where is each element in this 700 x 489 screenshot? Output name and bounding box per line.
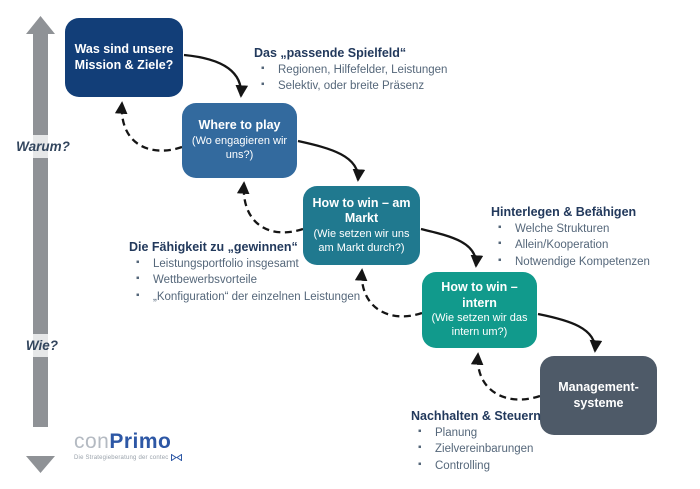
- box-subtitle: (Wo engagieren wir uns?): [191, 135, 288, 161]
- contec-bowtie-icon: [171, 454, 183, 462]
- flow-arrow-intern-to-mgmt: [537, 312, 603, 353]
- bullet-item: Planung: [418, 425, 541, 441]
- feedback-arrow-wtp-to-mission: [114, 101, 183, 152]
- bullet-item: Allein/Kooperation: [498, 237, 650, 253]
- flow-arrow-wtp-to-markt: [297, 139, 366, 182]
- box-managementsysteme: Management-systeme: [540, 356, 657, 435]
- why-how-axis-arrow: [26, 16, 55, 473]
- bullet-item: Leistungsportfolio insgesamt: [136, 256, 360, 272]
- annotation-heading: Die Fähigkeit zu „gewinnen“: [129, 240, 298, 254]
- flow-arrow-markt-to-intern: [420, 227, 484, 268]
- box-title: Was sind unsere Mission & Ziele?: [74, 41, 174, 72]
- logo-tagline-text: Die Strategieberatung der contec: [74, 454, 169, 461]
- flow-arrow-mission-to-wtp: [183, 53, 249, 98]
- bullet-item: Selektiv, oder breite Präsenz: [261, 78, 447, 94]
- annotation-hinterlegen-befaehigen: Hinterlegen & Befähigen Welche Strukture…: [491, 205, 650, 270]
- annotation-bullet-list: Leistungsportfolio insgesamt Wettbewerbs…: [129, 256, 360, 305]
- bullet-item: Controlling: [418, 458, 541, 474]
- bullet-item: Zielvereinbarungen: [418, 441, 541, 457]
- warum-label: Warum?: [4, 135, 82, 158]
- logo-wordmark: conPrimo: [74, 430, 182, 453]
- box-subtitle: (Wie setzen wir das intern um?): [431, 312, 528, 339]
- annotation-bullet-list: Welche Strukturen Allein/Kooperation Not…: [491, 221, 650, 270]
- box-subtitle: (Wie setzen wir uns am Markt durch?): [313, 227, 410, 254]
- box-where-to-play: Where to play (Wo engagieren wir uns?): [182, 103, 297, 178]
- box-how-to-win-am-markt: How to win – am Markt (Wie setzen wir un…: [303, 186, 420, 265]
- wie-label: Wie?: [13, 334, 71, 357]
- bullet-item: Notwendige Kompetenzen: [498, 254, 650, 270]
- box-title: How to win – am Markt: [312, 195, 411, 226]
- feedback-arrow-intern-to-markt: [354, 268, 423, 318]
- box-mission-ziele: Was sind unsere Mission & Ziele?: [65, 18, 183, 97]
- bullet-item: Welche Strukturen: [498, 221, 650, 237]
- conprimo-logo: conPrimo Die Strategieberatung der conte…: [74, 430, 183, 462]
- box-title: Management-systeme: [558, 379, 639, 410]
- bullet-item: Wettbewerbsvorteile: [136, 272, 360, 288]
- logo-part-con: con: [74, 430, 110, 453]
- annotation-nachhalten-steuern: Nachhalten & Steuern Planung Zielvereinb…: [411, 409, 541, 474]
- annotation-spielfeld: Das „passende Spielfeld“ Regionen, Hilfe…: [254, 46, 447, 95]
- annotation-bullet-list: Planung Zielvereinbarungen Controlling: [411, 425, 541, 474]
- annotation-faehigkeit-gewinnen: Die Fähigkeit zu „gewinnen“ Leistungspor…: [129, 240, 360, 305]
- bullet-item: Regionen, Hilfefelder, Leistungen: [261, 62, 447, 78]
- box-title: How to win – intern: [441, 280, 518, 310]
- annotation-bullet-list: Regionen, Hilfefelder, Leistungen Selekt…: [254, 62, 447, 95]
- annotation-heading: Nachhalten & Steuern: [411, 409, 541, 423]
- box-title: Where to play: [198, 118, 281, 133]
- feedback-arrow-markt-to-wtp: [236, 181, 304, 234]
- annotation-heading: Das „passende Spielfeld“: [254, 46, 407, 60]
- box-how-to-win-intern: How to win – intern (Wie setzen wir das …: [422, 272, 537, 348]
- feedback-arrow-mgmt-to-intern: [470, 352, 541, 401]
- annotation-heading: Hinterlegen & Befähigen: [491, 205, 637, 219]
- logo-part-primo: Primo: [109, 430, 172, 453]
- bullet-item: „Konfiguration“ der einzelnen Leistungen: [136, 289, 360, 305]
